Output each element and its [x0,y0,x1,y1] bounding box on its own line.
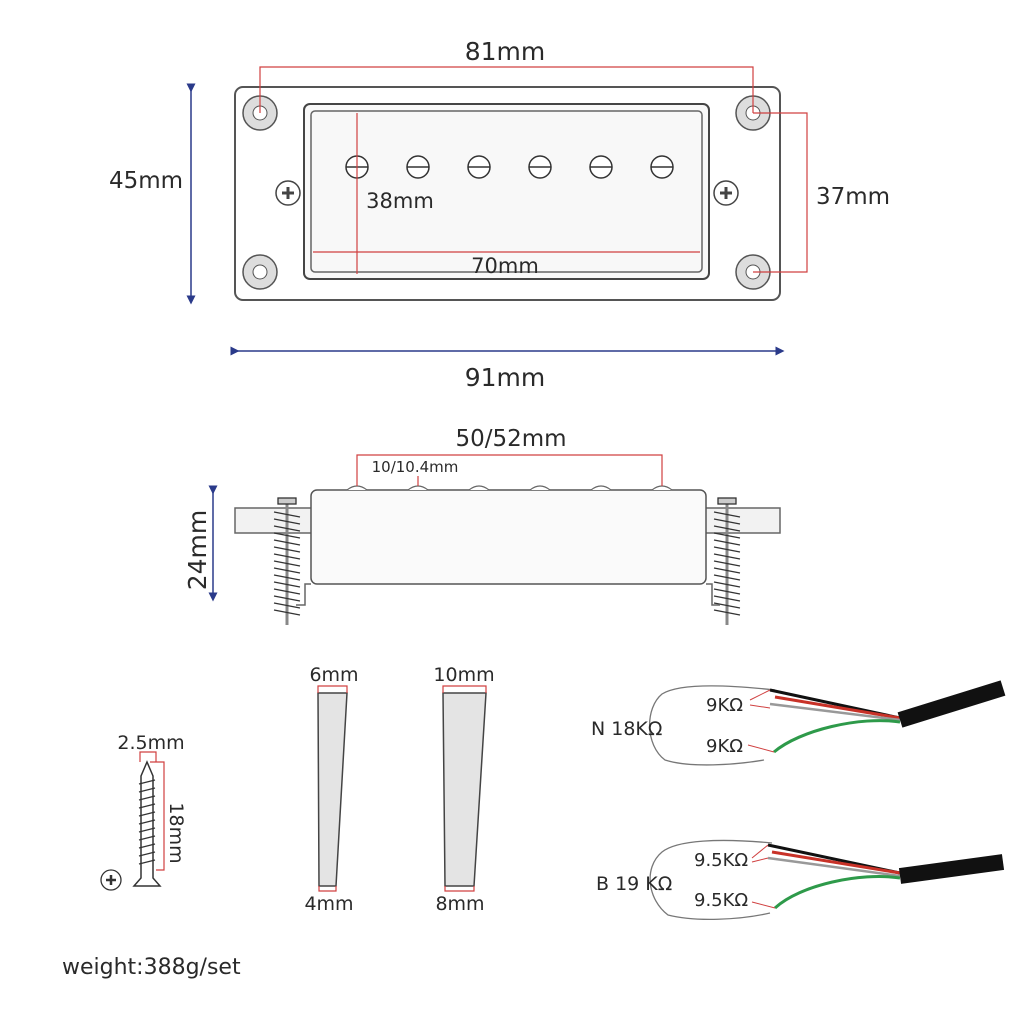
dim-24mm: 24mm [183,510,212,591]
pickup-side [310,489,707,585]
spring-left [273,497,301,625]
neck-coil-1: 9KΩ [706,695,743,716]
pickup-cover-inner [310,110,703,273]
dim-38mm: 38mm [366,189,434,213]
dim-45mm: 45mm [109,168,183,194]
mounting-hole-bl [242,254,278,290]
dim-91mm: 91mm [465,363,546,392]
tab-left [296,583,311,606]
dim-10mm: 10mm [433,664,494,686]
red-dimension-lines [259,66,808,274]
wiring-bridge: B 19 KΩ 9.5KΩ 9.5KΩ [596,839,1005,920]
phillips-screw-icon [713,180,739,206]
mounting-screw: 2.5mm 18mm [100,732,187,891]
pole-span-line [356,454,663,486]
dim-50-52mm: 50/52mm [455,426,566,452]
dim-8mm: 8mm [435,893,484,915]
pickup-cover [303,103,710,280]
dim-6mm: 6mm [309,664,358,686]
dim-70mm: 70mm [471,254,539,278]
dim-10-10.4mm: 10/10.4mm [372,458,459,476]
pole-pieces-side [346,485,673,491]
bridge-coil-2: 9.5KΩ [694,890,748,911]
neck-resistance-label: N 18KΩ [591,718,662,740]
dim-37mm: 37mm [816,184,890,210]
dim-2.5mm: 2.5mm [117,732,184,754]
pole-pieces [345,155,674,179]
phillips-screw-icon [275,180,301,206]
dim-81mm: 81mm [465,37,546,66]
top-view: 81mm 45mm 37mm 38mm 70mm 91mm [109,37,890,392]
neck-coil-2: 9KΩ [706,736,743,757]
phillips-screw-icon [100,869,122,891]
shim-small: 6mm 4mm [304,664,358,915]
bridge-coil-1: 9.5KΩ [694,850,748,871]
weight-label: weight:388g/set [62,955,241,980]
side-view: 50/52mm 10/10.4mm 24mm [183,426,781,625]
shim-large: 10mm 8mm [433,664,494,915]
dim-4mm: 4mm [304,893,353,915]
wiring-neck: N 18KΩ 9KΩ 9KΩ [591,680,1006,766]
tab-right [706,583,720,606]
spring-right [713,497,741,625]
dim-18mm: 18mm [165,802,187,863]
bridge-resistance-label: B 19 KΩ [596,873,672,895]
